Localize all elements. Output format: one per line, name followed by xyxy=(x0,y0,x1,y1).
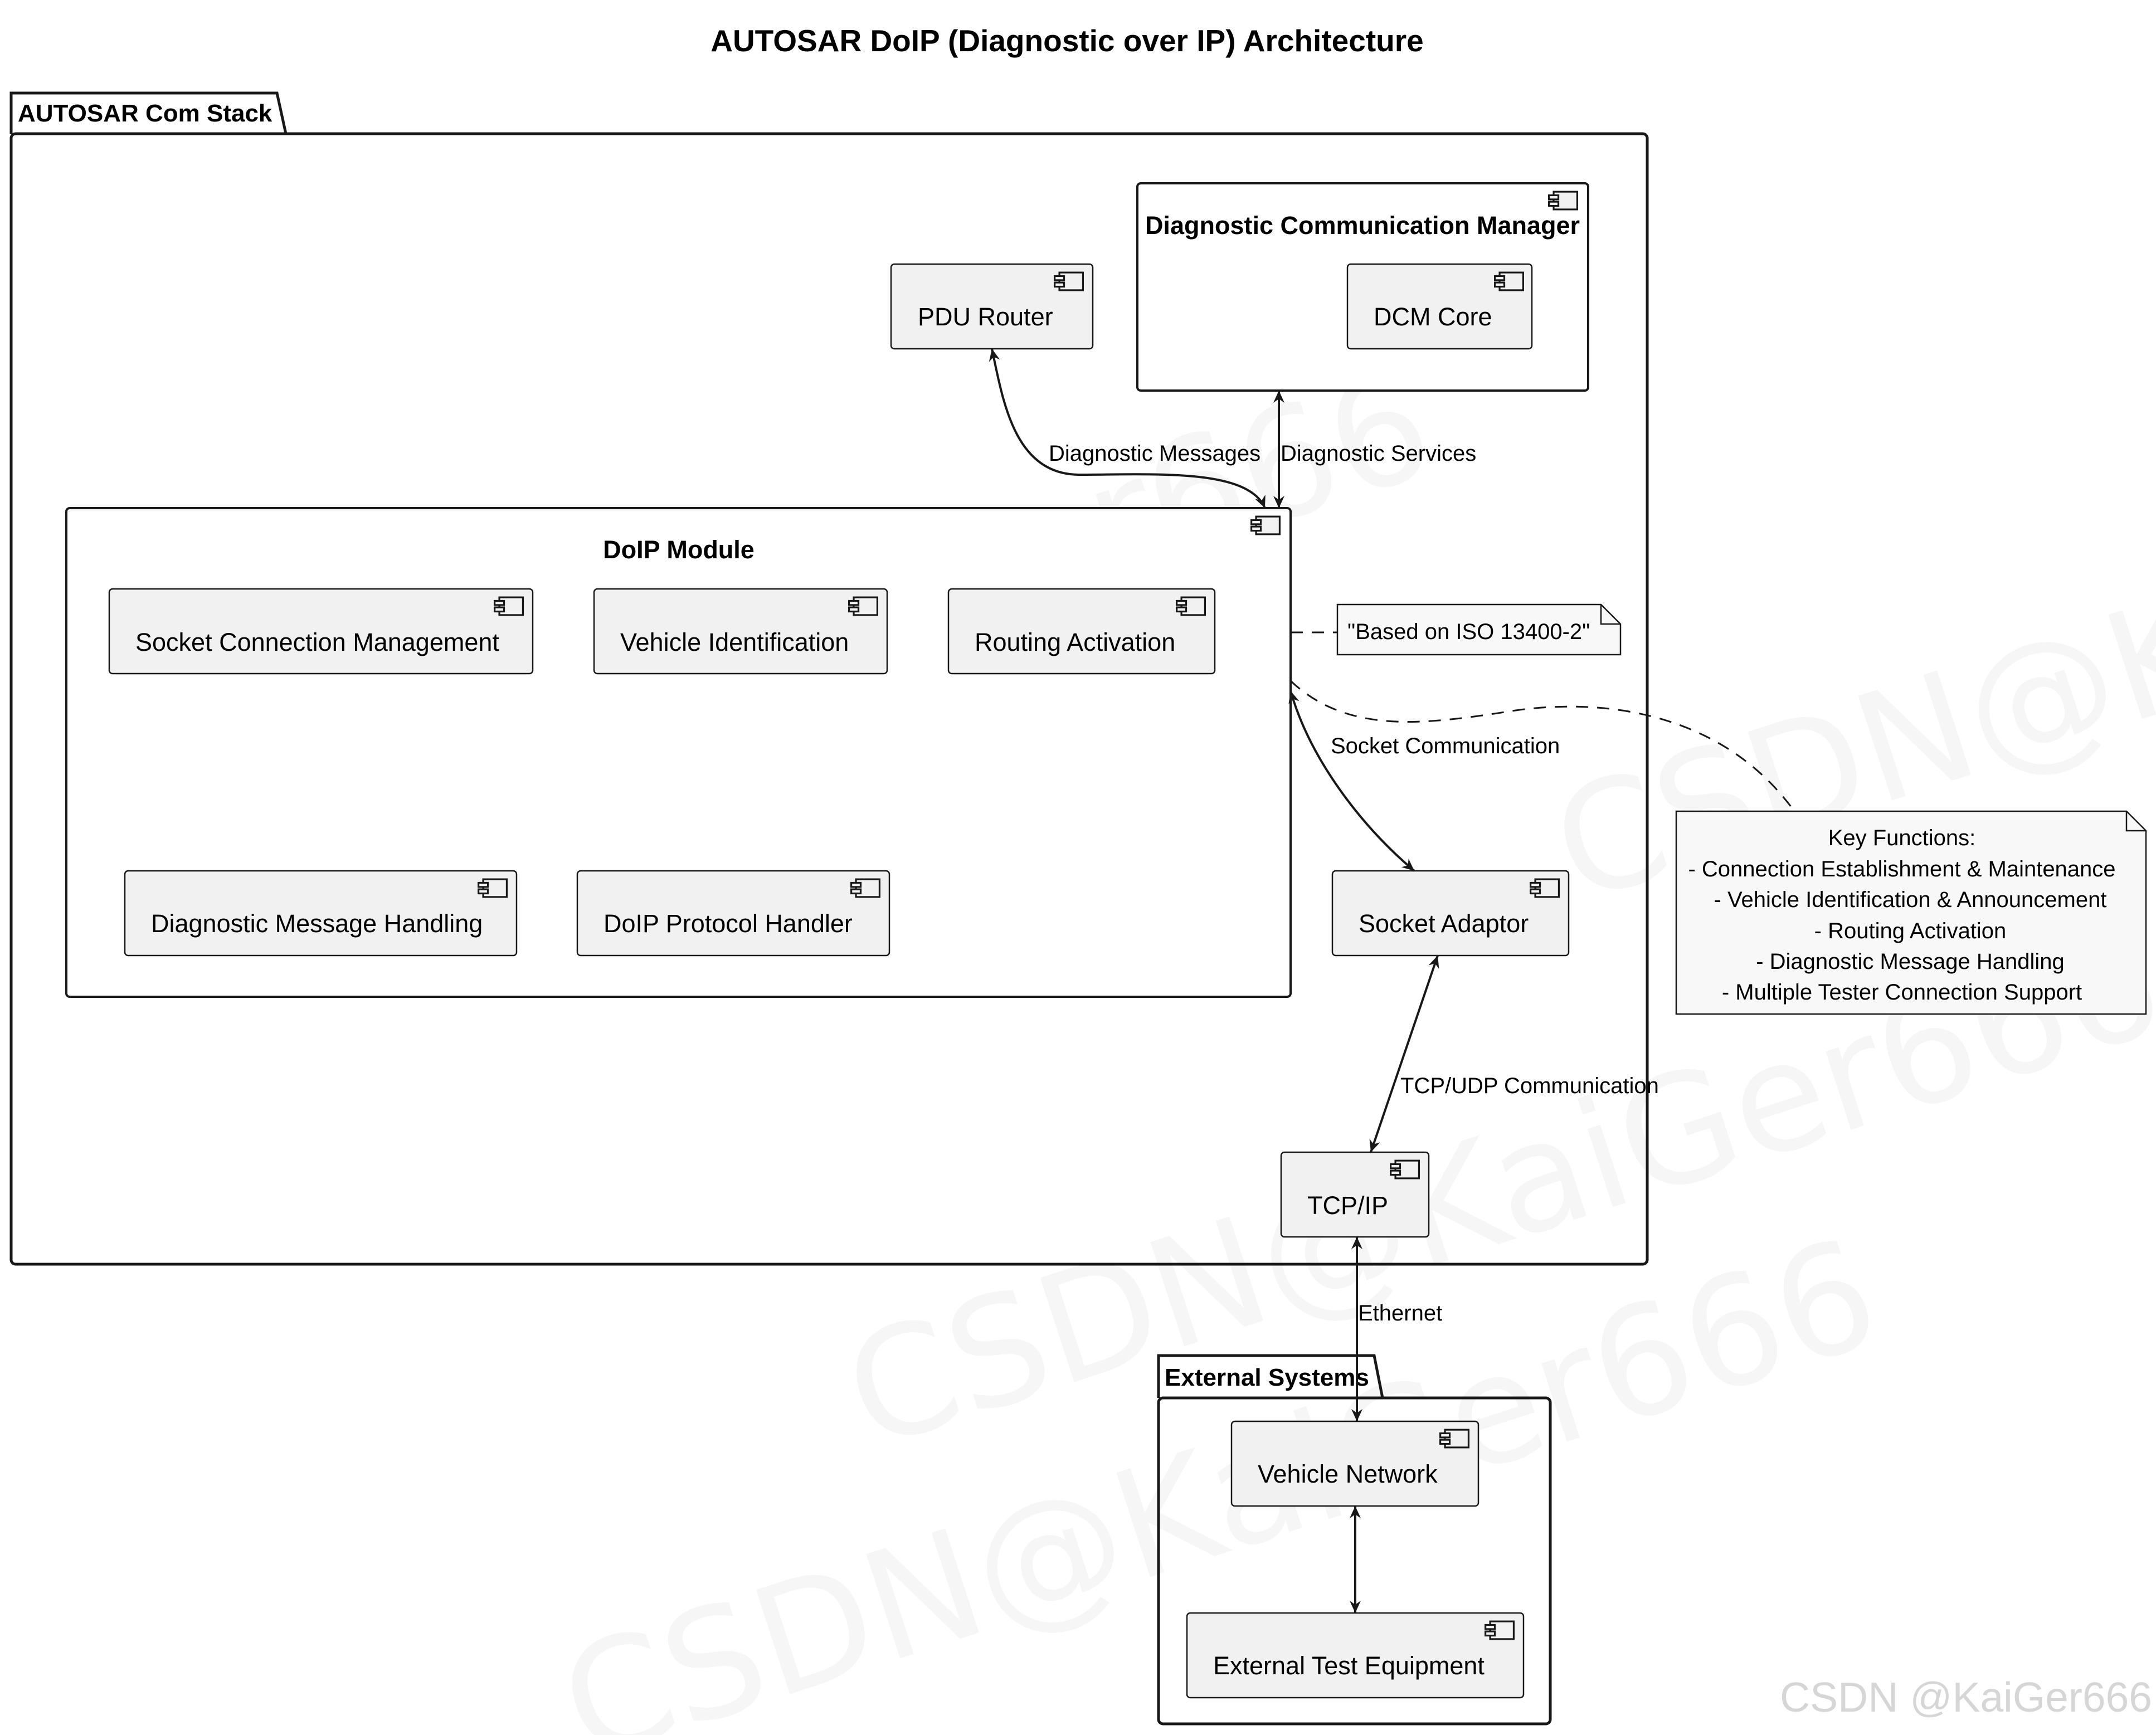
component-vehicle-identification[interactable]: Vehicle Identification xyxy=(593,588,888,675)
component-icon xyxy=(1250,515,1281,535)
component-vehicle-network[interactable]: Vehicle Network xyxy=(1230,1420,1479,1507)
vehicle-network-label: Vehicle Network xyxy=(1258,1460,1438,1488)
component-icon xyxy=(493,596,524,616)
package-label-external: External Systems xyxy=(1165,1364,1369,1391)
component-icon xyxy=(1529,878,1560,898)
key-function-item: - Diagnostic Message Handling xyxy=(1756,949,2065,974)
diagram-title: AUTOSAR DoIP (Diagnostic over IP) Archit… xyxy=(710,23,1424,58)
vehicle-identification-label: Vehicle Identification xyxy=(620,628,849,656)
component-external-test-equipment[interactable]: External Test Equipment xyxy=(1186,1612,1525,1699)
external-test-equipment-label: External Test Equipment xyxy=(1213,1651,1485,1680)
component-icon xyxy=(1053,271,1084,291)
component-icon xyxy=(850,878,881,898)
edge-pdu-router-doip xyxy=(989,348,1266,509)
socket-adaptor-label: Socket Adaptor xyxy=(1359,909,1529,938)
key-function-item: - Vehicle Identification & Announcement xyxy=(1714,888,2107,912)
dcm-core-label: DCM Core xyxy=(1374,303,1492,331)
component-socket-adaptor[interactable]: Socket Adaptor xyxy=(1331,870,1570,957)
note-iso: "Based on ISO 13400-2" xyxy=(1336,603,1622,656)
package-label-com-stack: AUTOSAR Com Stack xyxy=(18,100,272,127)
key-function-item: - Multiple Tester Connection Support xyxy=(1722,980,2082,1005)
edge-label-diagnostic-services: Diagnostic Services xyxy=(1281,441,1476,466)
key-functions-title: Key Functions: xyxy=(1828,826,1976,850)
edge-socket-adaptor-tcpip xyxy=(1369,955,1439,1153)
note-key-functions: Key Functions: - Connection Establishmen… xyxy=(1675,810,2147,1015)
component-routing-activation[interactable]: Routing Activation xyxy=(947,588,1216,675)
dcm-label: Diagnostic Communication Manager xyxy=(1145,211,1580,240)
component-socket-connection-management[interactable]: Socket Connection Management xyxy=(108,588,534,675)
component-icon xyxy=(1175,596,1206,616)
routing-activation-label: Routing Activation xyxy=(975,628,1175,656)
edge-label-tcpudp-communication: TCP/UDP Communication xyxy=(1400,1074,1659,1098)
component-diagnostic-message-handling[interactable]: Diagnostic Message Handling xyxy=(124,870,518,957)
socket-conn-mgmt-label: Socket Connection Management xyxy=(135,628,499,656)
key-function-item: - Routing Activation xyxy=(1814,919,2007,943)
component-dcm-core[interactable]: DCM Core xyxy=(1346,263,1533,350)
component-icon xyxy=(848,596,879,616)
doip-protocol-handler-label: DoIP Protocol Handler xyxy=(604,909,853,938)
package-external-systems: External Systems xyxy=(1157,1354,1552,1726)
edge-label-ethernet: Ethernet xyxy=(1358,1301,1442,1325)
doip-module-label: DoIP Module xyxy=(603,535,755,564)
edge-label-diagnostic-messages: Diagnostic Messages xyxy=(1049,441,1260,466)
component-pdu-router[interactable]: PDU Router xyxy=(890,263,1094,350)
edge-doip-socket-adaptor xyxy=(1288,690,1415,872)
note-iso-text: "Based on ISO 13400-2" xyxy=(1347,620,1590,644)
component-icon xyxy=(1484,1620,1515,1640)
pdu-router-label: PDU Router xyxy=(918,303,1053,331)
diag-msg-handling-label: Diagnostic Message Handling xyxy=(151,909,483,938)
edges xyxy=(989,348,1439,1613)
csdn-watermark: CSDN @KaiGer666 xyxy=(1780,1674,2152,1721)
component-icon xyxy=(477,878,508,898)
component-icon xyxy=(1389,1159,1420,1180)
key-function-item: - Connection Establishment & Maintenance xyxy=(1688,857,2115,881)
component-icon xyxy=(1493,271,1525,291)
tcpip-label: TCP/IP xyxy=(1307,1191,1388,1220)
package-autosar-com-stack: AUTOSAR Com Stack xyxy=(9,91,1649,1266)
edge-label-socket-communication: Socket Communication xyxy=(1331,734,1560,758)
component-tcpip[interactable]: TCP/IP xyxy=(1280,1151,1430,1238)
component-icon xyxy=(1439,1429,1470,1449)
component-icon xyxy=(1547,191,1579,211)
component-doip-protocol-handler[interactable]: DoIP Protocol Handler xyxy=(576,870,890,957)
